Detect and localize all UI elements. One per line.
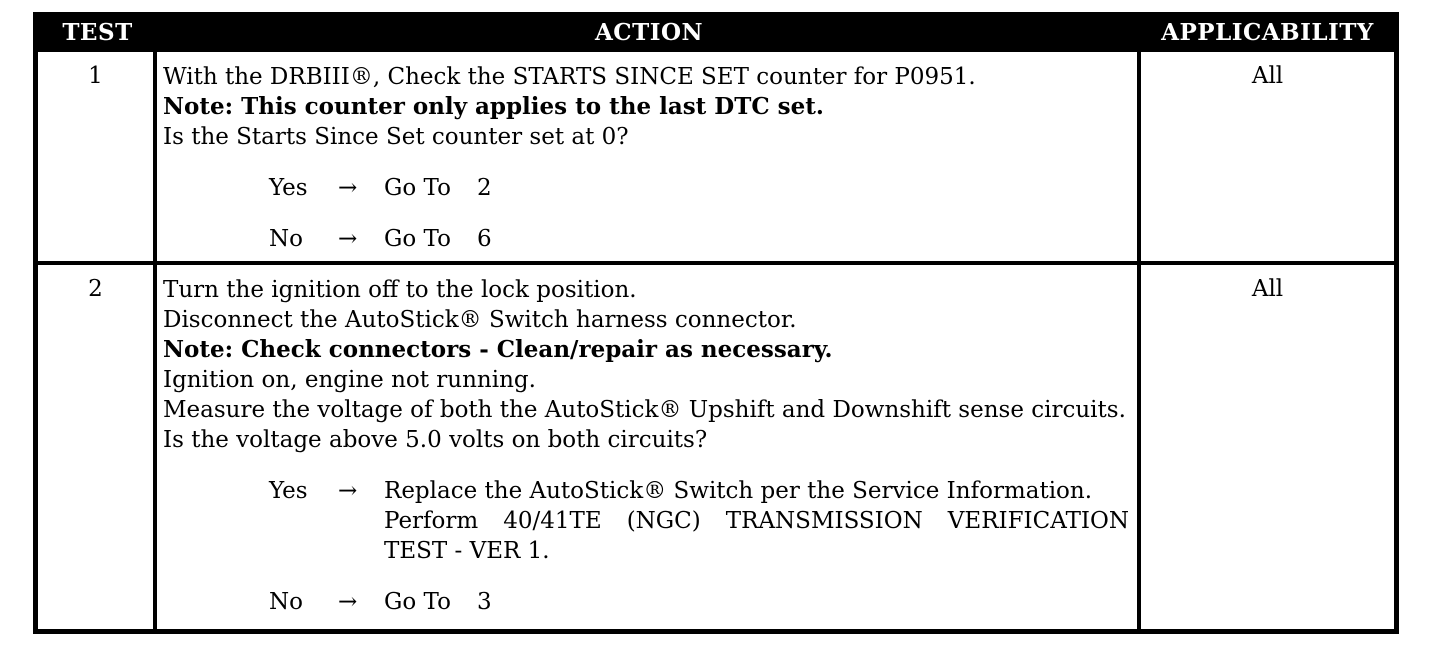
- header-cell-action: ACTION: [594, 18, 704, 46]
- action-line: Disconnect the AutoStick® Switch harness…: [163, 307, 797, 333]
- goto-target: 2: [476, 175, 492, 201]
- table-header-row: TEST ACTION APPLICABILITY: [38, 12, 1394, 52]
- result-answer: Yes: [269, 175, 308, 201]
- action-note-line: Note: Check connectors - Clean/repair as…: [163, 336, 833, 363]
- result-action: Go To 3: [384, 587, 1129, 617]
- result-row-yes: Yes → Replace the AutoStick® Switch per …: [163, 476, 1129, 566]
- action-line: With the DRBIII®, Check the STARTS SINCE…: [163, 64, 976, 90]
- result-action-line: TEST - VER 1.: [384, 538, 550, 564]
- action-line: Turn the ignition off to the lock positi…: [163, 277, 637, 303]
- test-number-cell: 2: [38, 265, 157, 629]
- table-row-test-1: 1 With the DRBIII®, Check the STARTS SIN…: [38, 52, 1394, 265]
- applicability-cell: All: [1251, 276, 1284, 302]
- result-action-line: Replace the AutoStick® Switch per the Se…: [384, 478, 1093, 504]
- result-action: Go To 2: [384, 173, 1129, 203]
- result-answer: No: [269, 589, 303, 615]
- result-action: Replace the AutoStick® Switch per the Se…: [384, 476, 1129, 566]
- table-row-test-2: 2 Turn the ignition off to the lock posi…: [38, 265, 1394, 629]
- right-arrow-icon: →: [338, 478, 358, 504]
- result-action-line: Perform 40/41TE (NGC) TRANSMISSION VERIF…: [384, 508, 1129, 534]
- test-number-cell: 1: [38, 52, 157, 261]
- result-row-yes: Yes → Go To 2: [163, 173, 1129, 203]
- header-cell-applicability: APPLICABILITY: [1161, 18, 1374, 46]
- goto-label: Go To: [384, 226, 451, 252]
- goto-target: 3: [476, 589, 492, 615]
- action-question-line: Is the voltage above 5.0 volts on both c…: [163, 427, 708, 453]
- action-question-line: Is the Starts Since Set counter set at 0…: [163, 124, 629, 150]
- right-arrow-icon: →: [338, 175, 358, 201]
- diagnostic-test-table: TEST ACTION APPLICABILITY 1 With the DRB…: [33, 12, 1399, 634]
- action-note-line: Note: This counter only applies to the l…: [163, 93, 824, 120]
- goto-label: Go To: [384, 589, 451, 615]
- action-cell: Turn the ignition off to the lock positi…: [157, 265, 1141, 629]
- applicability-cell: All: [1251, 63, 1284, 89]
- goto-target: 6: [476, 226, 492, 252]
- result-answer: No: [269, 226, 303, 252]
- action-line: Measure the voltage of both the AutoStic…: [163, 397, 1126, 423]
- result-row-no: No → Go To 3: [163, 587, 1129, 617]
- right-arrow-icon: →: [338, 589, 358, 615]
- goto-label: Go To: [384, 175, 451, 201]
- action-cell: With the DRBIII®, Check the STARTS SINCE…: [157, 52, 1141, 261]
- result-answer: Yes: [269, 478, 308, 504]
- action-line: Ignition on, engine not running.: [163, 367, 536, 393]
- result-action: Go To 6: [384, 224, 1129, 254]
- right-arrow-icon: →: [338, 226, 358, 252]
- header-cell-test: TEST: [62, 18, 133, 46]
- result-row-no: No → Go To 6: [163, 224, 1129, 254]
